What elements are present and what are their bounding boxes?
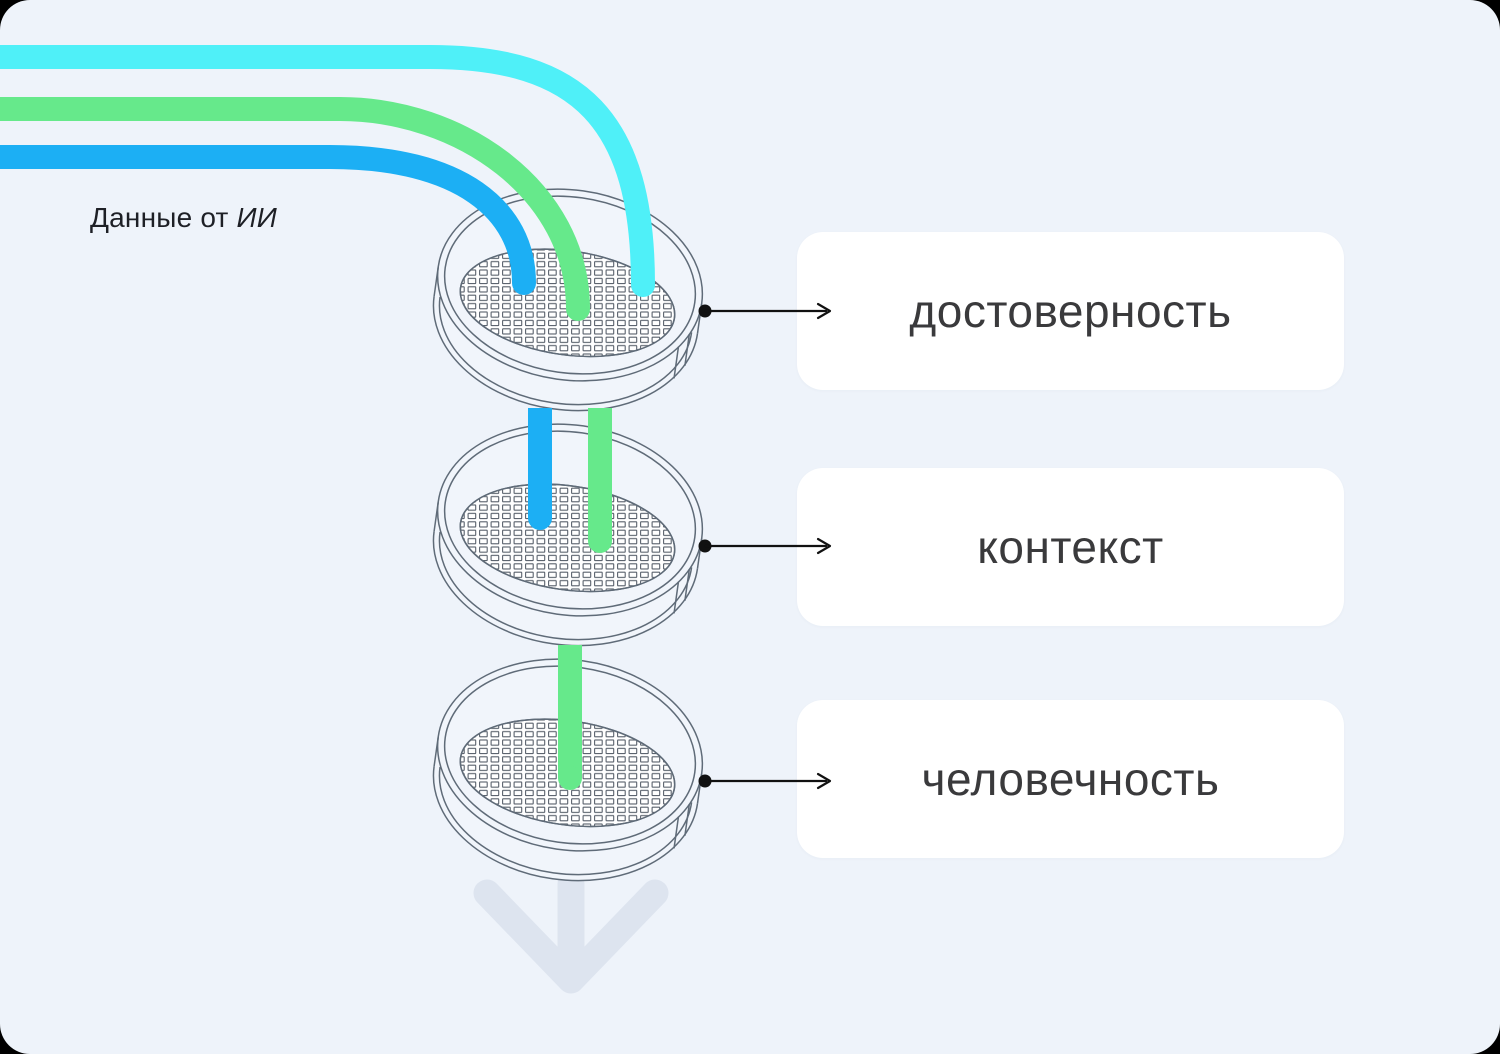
criteria-card-label: достоверность [909, 285, 1232, 337]
criteria-card-1: достоверность [797, 232, 1344, 390]
sieve-1 [420, 171, 716, 429]
stripe-green [0, 97, 590, 321]
criteria-card-3: человечность [797, 700, 1344, 858]
tube-blue-mid [528, 408, 552, 530]
connector-dot [698, 304, 712, 318]
connector-dot [698, 774, 712, 788]
stripe-cyan [0, 45, 655, 297]
source-label-text: Данные от [90, 202, 237, 233]
sieve-2 [420, 406, 716, 664]
tube-green-mid [588, 408, 612, 553]
source-label-ai-italic: ИИ [236, 202, 277, 233]
source-data-label: Данные от ИИ [90, 202, 277, 234]
criteria-card-label: контекст [977, 521, 1164, 573]
down-arrow-icon [473, 870, 669, 994]
criteria-card-label: человечность [921, 753, 1220, 805]
connector-dot [698, 539, 712, 553]
criteria-card-2: контекст [797, 468, 1344, 626]
tube-green-low [558, 645, 582, 790]
sieve-3 [420, 641, 716, 899]
